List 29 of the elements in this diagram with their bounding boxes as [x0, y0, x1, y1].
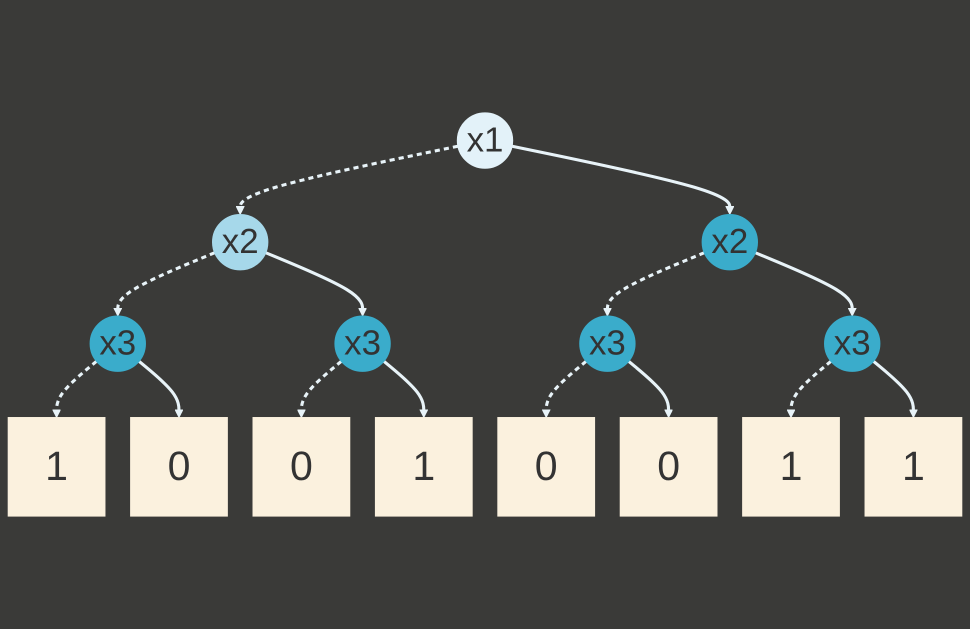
node-box: 1: [864, 417, 962, 517]
node-circle: x2: [212, 214, 268, 270]
node-box: 1: [374, 417, 473, 517]
arrow: [754, 251, 857, 316]
node-circle: x3: [579, 315, 636, 372]
node-box: 1: [8, 417, 106, 517]
node-box: 0: [497, 417, 596, 517]
arrow: [786, 360, 832, 418]
arrow: [382, 360, 428, 418]
node-box: 1: [742, 417, 840, 517]
node-circle: x2: [702, 214, 758, 270]
arrow: [512, 144, 734, 215]
arrow: [602, 251, 705, 316]
arrow: [628, 360, 674, 418]
arrow: [138, 360, 184, 418]
node-box: 0: [620, 417, 718, 517]
arrow: [872, 360, 918, 418]
node-circle: x3: [334, 315, 391, 372]
arrow: [265, 251, 368, 316]
node-circle: x3: [824, 315, 880, 372]
arrow: [52, 360, 98, 418]
node-box: 0: [252, 417, 350, 517]
arrow: [296, 360, 342, 418]
arrow: [236, 144, 458, 215]
node-circle: x3: [90, 315, 146, 372]
arrow: [113, 251, 216, 316]
node-circle: x1: [456, 112, 514, 169]
arrow: [542, 360, 588, 418]
node-box: 0: [130, 417, 228, 517]
